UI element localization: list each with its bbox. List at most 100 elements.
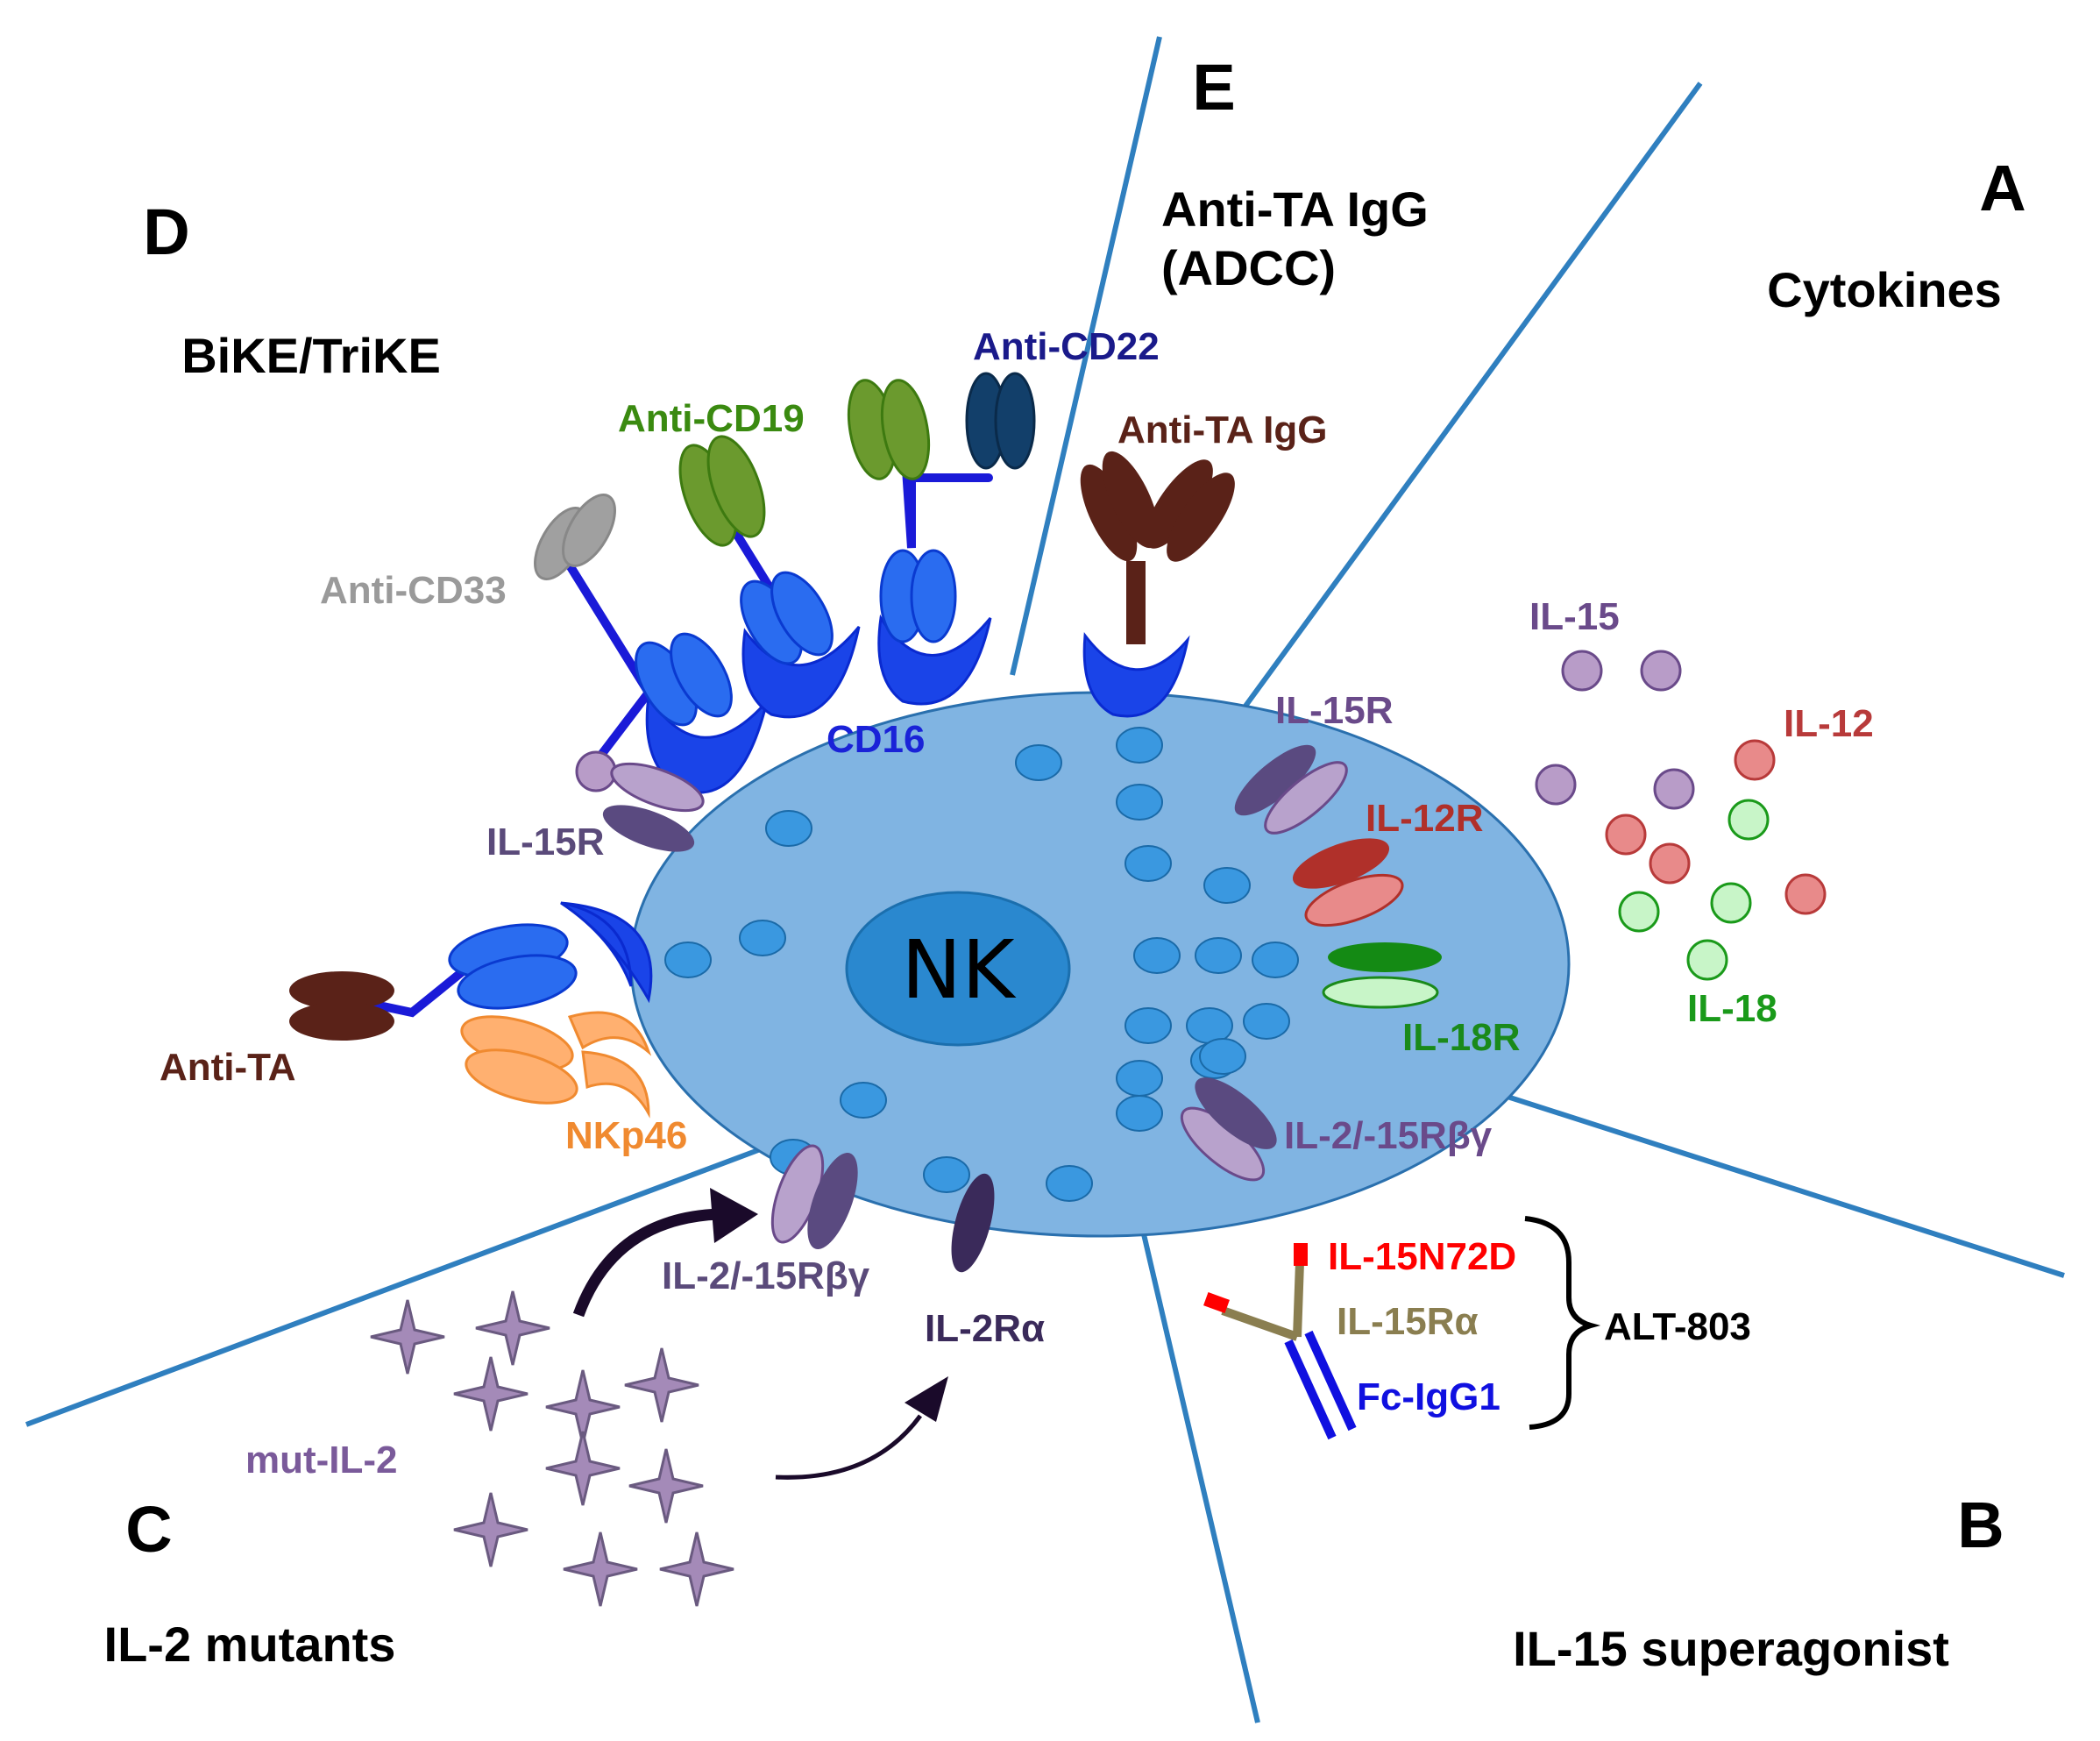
mut-il2-star — [475, 1290, 550, 1366]
granule — [739, 920, 786, 956]
mut-il2-star — [453, 1492, 529, 1567]
scfv-oval — [465, 1048, 578, 1105]
label-alt803: ALT-803 — [1604, 1305, 1751, 1348]
panel-letter-b: B — [1957, 1489, 2004, 1561]
cd16-crescent — [1082, 631, 1190, 718]
label-il15r-left: IL-15R — [486, 821, 604, 863]
label-il2ra: IL-2Rα — [925, 1307, 1045, 1350]
label-il12r: IL-12R — [1366, 797, 1483, 840]
mut-il2-star — [659, 1531, 734, 1607]
mut-il2-star — [370, 1299, 445, 1375]
granule — [664, 942, 712, 978]
fc-igg1-chain — [1284, 1339, 1337, 1440]
il18-cytokines — [1618, 799, 1770, 981]
il15r-subunit — [1234, 744, 1316, 816]
cd16-crescent — [741, 626, 861, 719]
igg-arm — [1145, 459, 1213, 549]
granule-group — [664, 727, 1299, 1202]
linker-cd22 — [901, 451, 993, 549]
alt803-brace — [1524, 1216, 1601, 1430]
nk-cell: NK — [629, 691, 1571, 1238]
panel-letter-d: D — [143, 195, 189, 268]
label-il12: IL-12 — [1784, 702, 1874, 745]
scfv-oval — [880, 379, 931, 480]
granule — [1252, 942, 1299, 978]
label-il15ra: IL-15Rα — [1337, 1300, 1479, 1343]
scfv-oval — [706, 435, 766, 538]
il15n72d-domain — [1203, 1292, 1230, 1313]
il15-cytokines — [1535, 650, 1695, 810]
il12-particle — [1649, 842, 1691, 885]
anti-cd22-scfv — [965, 372, 1036, 470]
igg-arm — [1102, 451, 1160, 549]
alt803-molecule — [1203, 1216, 1601, 1440]
divider-c-d — [25, 1148, 760, 1427]
label-il2-15rbg-right: IL-2/-15Rβγ — [1284, 1114, 1493, 1157]
il2-15rbg-bottom — [770, 1144, 858, 1250]
granule — [840, 1082, 887, 1119]
scfv-oval — [770, 571, 834, 657]
panel-title-e-line2: (ADCC) — [1161, 240, 1336, 295]
binding-arrows — [572, 1188, 948, 1480]
bike-trike-group — [289, 372, 1190, 1119]
il15r-subunit — [602, 805, 695, 852]
il18r-subunit — [1322, 976, 1439, 1009]
igg-stem — [1126, 561, 1146, 644]
il18-particle — [1686, 939, 1728, 981]
granule — [1124, 1007, 1172, 1044]
mut-il2-star — [453, 1356, 529, 1432]
label-il15n72d: IL-15N72D — [1328, 1235, 1516, 1278]
mut-il2-star — [628, 1448, 704, 1524]
il2-15rbg-subunit — [807, 1152, 858, 1250]
mut-il2-star — [624, 1347, 699, 1423]
panel-letter-e: E — [1192, 51, 1235, 124]
nk-nucleus-label: NK — [901, 923, 1017, 1017]
il12r-subunit — [1292, 838, 1390, 889]
granule — [1124, 845, 1172, 882]
mut-il2-star — [545, 1431, 621, 1506]
nkp46-crescent — [581, 1050, 650, 1119]
arrow-to-il2ra — [775, 1414, 923, 1480]
cd16-receptors — [560, 614, 1190, 1004]
il15ra-chain — [1293, 1261, 1304, 1338]
granule — [1015, 744, 1062, 781]
granule — [1243, 1003, 1290, 1040]
label-il15r-right: IL-15R — [1275, 689, 1393, 732]
scfv-oval — [289, 1002, 394, 1041]
granule — [1116, 1095, 1163, 1132]
il15-ligand — [575, 750, 617, 792]
il15-particle — [1561, 650, 1603, 692]
il15r-subunit — [610, 762, 705, 813]
label-anti-cd19: Anti-CD19 — [618, 397, 805, 440]
granule — [1203, 867, 1251, 904]
il15r-subunit — [1264, 761, 1348, 835]
panel-title-d: BiKE/TriKE — [181, 328, 441, 383]
label-anti-ta: Anti-TA — [160, 1046, 296, 1089]
panel-letter-a: A — [1979, 152, 2026, 224]
label-fc-igg1: Fc-IgG1 — [1357, 1375, 1501, 1418]
il2ra-receptor — [951, 1173, 995, 1273]
scfv-oval — [670, 632, 733, 718]
label-il18: IL-18 — [1687, 987, 1777, 1030]
label-il15: IL-15 — [1529, 595, 1620, 638]
arrowhead-il2ra — [905, 1376, 948, 1422]
il12r — [1292, 838, 1404, 927]
anti-ta-scfv — [289, 971, 394, 1041]
igg-arm — [1167, 473, 1235, 562]
label-cd16: CD16 — [827, 718, 926, 761]
granule — [923, 1156, 970, 1193]
granule — [1133, 937, 1181, 974]
scfv-oval — [910, 549, 957, 643]
mut-il2-star — [563, 1531, 638, 1607]
il2-15rbg-subunit — [1195, 1077, 1277, 1149]
granule — [1116, 784, 1163, 821]
il12-particle — [1605, 814, 1647, 856]
il18-particle — [1728, 799, 1770, 841]
anti-nkp46-scfv — [460, 1011, 652, 1119]
divider-e-right — [1217, 82, 1703, 743]
granule — [765, 810, 812, 847]
anti-cd33-scfv — [534, 494, 616, 580]
anti-cd16-scfv — [448, 549, 957, 1010]
